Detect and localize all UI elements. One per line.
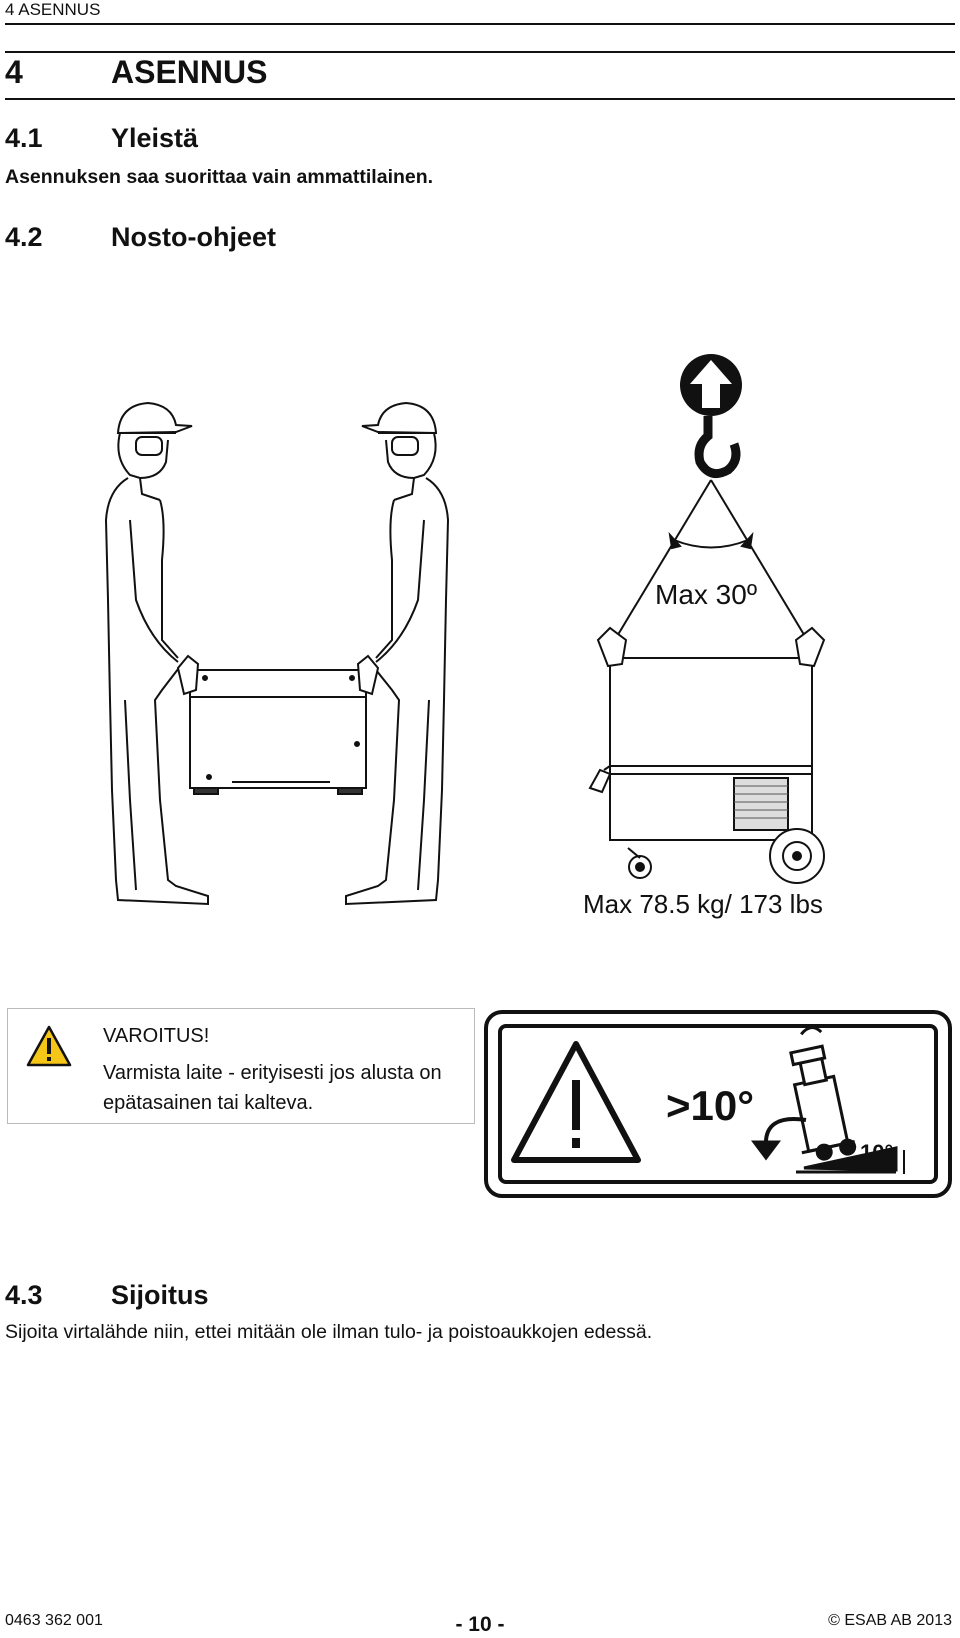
lifting-slings bbox=[615, 479, 807, 639]
worker-left-figure bbox=[104, 401, 209, 906]
section-number: 4.1 bbox=[5, 123, 43, 153]
section-number: 4.3 bbox=[5, 1280, 43, 1310]
section-title: Yleistä bbox=[111, 123, 199, 153]
document-number: 0463 362 001 bbox=[5, 1612, 103, 1629]
running-head: 4 ASENNUS bbox=[5, 0, 101, 19]
exclamation-triangle-icon bbox=[511, 1041, 641, 1163]
chapter-rule-bottom bbox=[5, 98, 955, 100]
crane-hook-icon bbox=[680, 354, 742, 479]
warning-title: VAROITUS! bbox=[103, 1025, 210, 1047]
tilt-limit-label: >10° bbox=[666, 1082, 754, 1129]
slope-angle-label: 10° bbox=[860, 1140, 893, 1165]
warning-callout bbox=[7, 1008, 475, 1124]
section-heading-4-2: 4.2 Nosto-ohjeet bbox=[5, 222, 276, 253]
chapter-number: 4 bbox=[5, 54, 23, 90]
tilted-machine-icon bbox=[751, 1026, 898, 1174]
max-weight-label: Max 78.5 kg/ 173 lbs bbox=[583, 889, 823, 919]
chapter-rule-top bbox=[5, 51, 955, 53]
section-4-1-text: Asennuksen saa suorittaa vain ammattilai… bbox=[5, 166, 434, 188]
section-number: 4.2 bbox=[5, 222, 43, 252]
header-rule bbox=[5, 23, 955, 25]
warning-text: Varmista laite - erityisesti jos alusta … bbox=[103, 1062, 442, 1114]
warning-triangle-icon bbox=[26, 1025, 72, 1067]
page-number: - 10 - bbox=[455, 1613, 505, 1636]
power-source-unit-lifted bbox=[588, 626, 826, 884]
power-source-unit-carried bbox=[176, 654, 380, 795]
tilt-warning-sign: >10° 10° bbox=[484, 1010, 952, 1198]
lifting-instructions-figure: Max 30º Max 78.5 kg/ 173 lbs bbox=[104, 354, 826, 919]
copyright: © ESAB AB 2013 bbox=[828, 1612, 952, 1629]
section-title: Nosto-ohjeet bbox=[111, 222, 276, 252]
section-heading-4-3: 4.3 Sijoitus bbox=[5, 1280, 209, 1311]
angle-limit-label: Max 30º bbox=[655, 579, 757, 610]
section-title: Sijoitus bbox=[111, 1280, 209, 1310]
section-4-3-text: Sijoita virtalähde niin, ettei mitään ol… bbox=[5, 1321, 653, 1343]
worker-right-figure bbox=[345, 401, 450, 906]
chapter-heading: 4 ASENNUS bbox=[5, 54, 267, 91]
chapter-title: ASENNUS bbox=[111, 54, 268, 90]
section-heading-4-1: 4.1 Yleistä bbox=[5, 123, 198, 154]
